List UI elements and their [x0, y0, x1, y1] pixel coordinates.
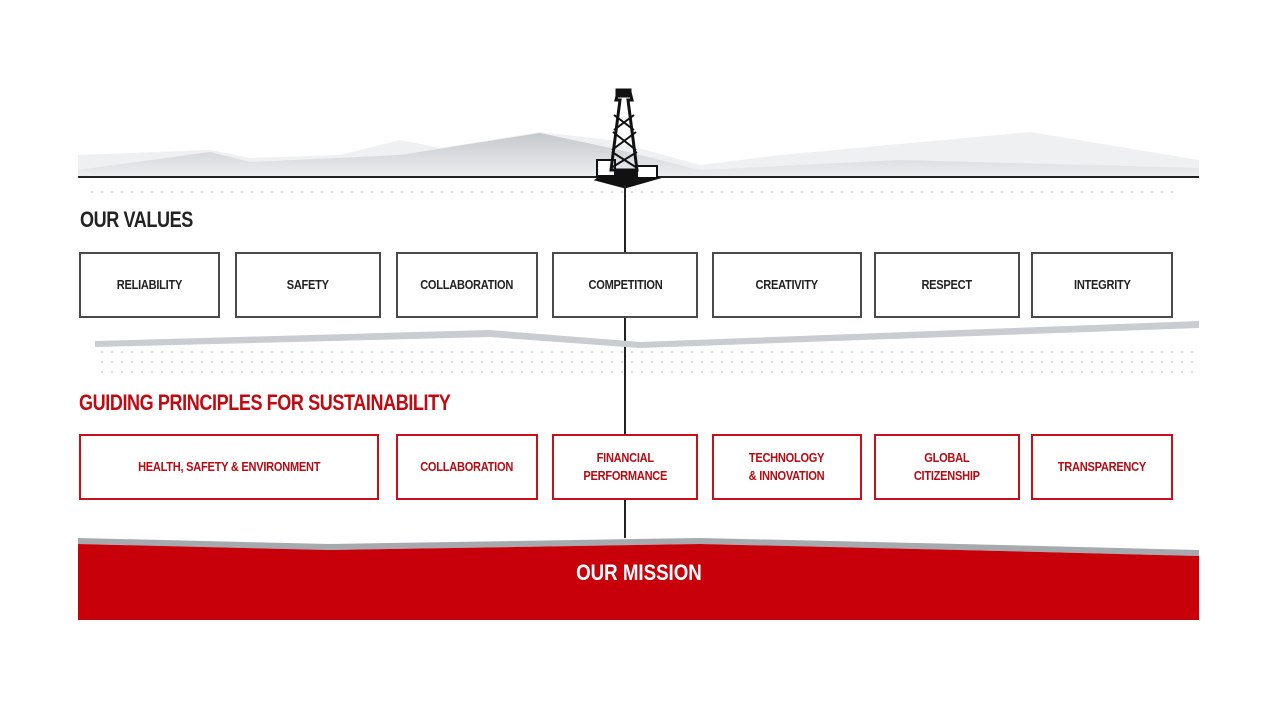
principle-box-transparency: TRANSPARENCY — [1031, 434, 1173, 500]
value-label: COMPETITION — [588, 277, 662, 292]
value-box-collaboration: COLLABORATION — [396, 252, 538, 318]
mountains — [78, 132, 1199, 177]
strata-line — [95, 321, 1199, 348]
value-box-integrity: INTEGRITY — [1031, 252, 1173, 318]
principle-box-global-citizenship: GLOBAL CITIZENSHIP — [874, 434, 1020, 500]
value-label: COLLABORATION — [420, 277, 514, 292]
values-heading: OUR VALUES — [80, 207, 193, 232]
value-box-competition: COMPETITION — [552, 252, 698, 318]
value-label: RELIABILITY — [116, 277, 183, 292]
mission-text: OUR MISSION — [575, 560, 702, 585]
value-label: SAFETY — [286, 277, 330, 292]
principles-heading: GUIDING PRINCIPLES FOR SUSTAINABILITY — [79, 390, 451, 415]
principle-box-collaboration: COLLABORATION — [396, 434, 538, 500]
principle-label: TECHNOLOGY & INNOVATION — [749, 450, 825, 483]
mission-band — [78, 544, 1199, 620]
principle-label: FINANCIAL PERFORMANCE — [583, 450, 667, 483]
principle-box-financial-performance: FINANCIAL PERFORMANCE — [552, 434, 698, 500]
principle-label: TRANSPARENCY — [1057, 459, 1147, 474]
value-box-respect: RESPECT — [874, 252, 1020, 318]
bedrock-line — [78, 538, 1199, 556]
value-box-reliability: RELIABILITY — [79, 252, 220, 318]
value-label: CREATIVITY — [755, 277, 819, 292]
mission-label: OUR MISSION — [78, 560, 1199, 586]
principle-box-technology-innovation: TECHNOLOGY & INNOVATION — [712, 434, 862, 500]
soil-dots — [90, 183, 1175, 197]
value-box-creativity: CREATIVITY — [712, 252, 862, 318]
principle-label: HEALTH, SAFETY & ENVIRONMENT — [137, 459, 321, 474]
value-label: RESPECT — [921, 277, 973, 292]
principle-box-hse: HEALTH, SAFETY & ENVIRONMENT — [79, 434, 379, 500]
value-label: INTEGRITY — [1073, 277, 1131, 292]
strata-dots — [100, 350, 1195, 375]
drilling-rig-icon — [593, 88, 662, 189]
principle-label: GLOBAL CITIZENSHIP — [914, 450, 980, 483]
value-box-safety: SAFETY — [235, 252, 381, 318]
principle-label: COLLABORATION — [420, 459, 514, 474]
